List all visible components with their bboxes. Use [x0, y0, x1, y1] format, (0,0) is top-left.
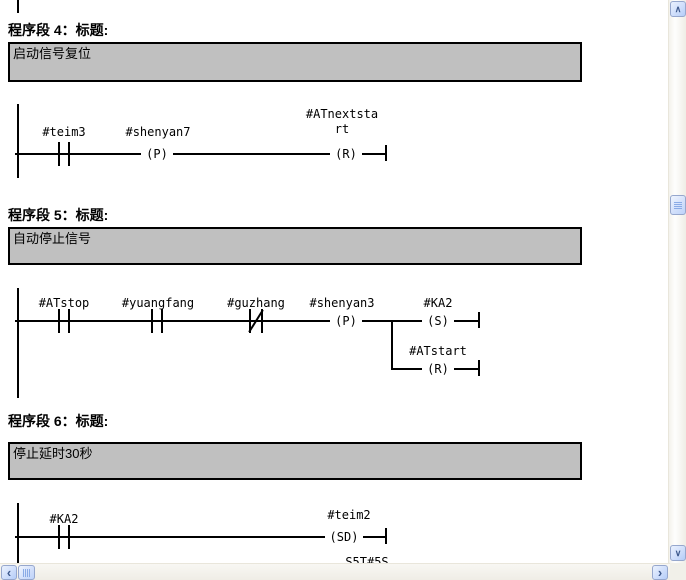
coil-label: #shenyan3: [309, 296, 375, 310]
contact-label: #ATstop: [38, 296, 90, 310]
power-rail: [17, 503, 19, 563]
rung-end-tick: [478, 312, 480, 328]
coil-label: #KA2: [423, 296, 453, 310]
network-5-comment[interactable]: 自动停止信号: [8, 227, 582, 265]
scroll-right-button[interactable]: ›: [652, 565, 668, 580]
network-5-heading[interactable]: 程序段 5：标题:: [8, 207, 109, 223]
no-contact[interactable]: [58, 309, 60, 333]
no-contact[interactable]: [58, 525, 60, 549]
scrollbar-corner: [670, 563, 686, 580]
scroll-down-button[interactable]: ∨: [670, 545, 686, 561]
positive-edge-coil[interactable]: (P): [141, 146, 173, 162]
no-contact[interactable]: [151, 309, 153, 333]
coil-label: #teim2: [327, 508, 371, 522]
network-4-comment[interactable]: 启动信号复位: [8, 42, 582, 82]
vertical-scrollbar[interactable]: ∧ ∨: [668, 0, 686, 563]
rung-end-tick: [385, 145, 387, 161]
set-coil[interactable]: (S): [422, 313, 454, 329]
branch-wire: [391, 320, 393, 370]
on-delay-timer-coil[interactable]: (SD): [325, 529, 363, 545]
contact-label: #teim3: [42, 125, 86, 139]
network-6-heading[interactable]: 程序段 6：标题:: [8, 413, 109, 429]
coil-label: #shenyan7: [125, 125, 191, 139]
no-contact[interactable]: [68, 309, 70, 333]
rung-wire: [15, 320, 479, 322]
reset-coil[interactable]: (R): [422, 361, 454, 377]
no-contact[interactable]: [161, 309, 163, 333]
no-contact[interactable]: [68, 525, 70, 549]
contact-label: #yuangfang: [121, 296, 195, 310]
chevron-right-icon: ›: [657, 565, 663, 580]
chevron-up-icon: ∧: [674, 3, 682, 14]
contact-label: #guzhang: [227, 296, 285, 310]
scroll-up-button[interactable]: ∧: [670, 1, 686, 17]
rung-wire: [15, 536, 386, 538]
positive-edge-coil[interactable]: (P): [330, 313, 362, 329]
coil-label: #ATnextstart: [305, 107, 379, 136]
scroll-left-button[interactable]: ‹: [1, 565, 17, 580]
thumb-grip-icon: [23, 568, 30, 577]
vertical-scrollbar-thumb[interactable]: [670, 195, 686, 215]
reset-coil[interactable]: (R): [330, 146, 362, 162]
rung-end-tick: [478, 360, 480, 376]
no-contact[interactable]: [58, 142, 60, 166]
rung-wire: [15, 153, 386, 155]
power-rail-stub: [17, 0, 19, 13]
contact-label: #KA2: [49, 512, 79, 526]
horizontal-scrollbar-thumb[interactable]: [18, 565, 35, 580]
nc-contact[interactable]: [261, 309, 263, 333]
chevron-left-icon: ‹: [6, 565, 12, 580]
rung-end-tick: [385, 528, 387, 544]
network-6-comment[interactable]: 停止延时30秒: [8, 442, 582, 480]
network-4-heading[interactable]: 程序段 4：标题:: [8, 22, 109, 38]
power-rail: [17, 104, 19, 178]
coil-label: #ATstart: [409, 344, 467, 358]
chevron-down-icon: ∨: [674, 547, 682, 558]
thumb-grip-icon: [674, 201, 682, 209]
horizontal-scrollbar[interactable]: ‹ ›: [0, 563, 670, 580]
power-rail: [17, 288, 19, 398]
nc-contact[interactable]: [249, 309, 251, 333]
no-contact[interactable]: [68, 142, 70, 166]
